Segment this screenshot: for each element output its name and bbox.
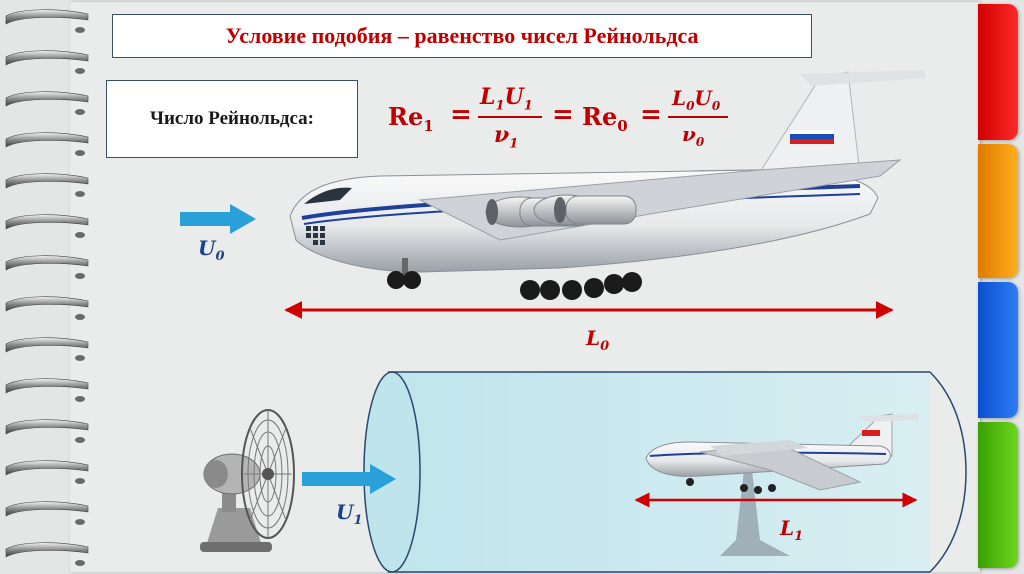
spiral-ring: [5, 173, 89, 189]
tab-blue[interactable]: [978, 282, 1018, 418]
length-l1-label: L1: [780, 516, 804, 544]
spiral-hole: [75, 355, 85, 361]
spiral-hole: [75, 232, 85, 238]
fraction2-numerator: L0U0: [672, 86, 721, 113]
length-l0-label: L0: [586, 326, 610, 354]
spiral-ring: [5, 542, 89, 558]
spiral-hole: [75, 191, 85, 197]
airplane-icon: [289, 70, 926, 300]
flow-speed-u1-label: U1: [336, 500, 363, 528]
spiral-hole: [75, 273, 85, 279]
spiral-ring: [5, 132, 89, 148]
spiral-hole: [75, 478, 85, 484]
reynolds-label-box: Число Рейнольдса:: [106, 80, 358, 158]
model-stand: [720, 470, 790, 556]
fraction2-denominator: ν0: [682, 122, 705, 149]
flow-speed-u0-label: U0: [198, 236, 225, 264]
tab-orange[interactable]: [978, 144, 1018, 278]
fraction1-bar: [478, 116, 542, 118]
spiral-ring: [5, 214, 89, 230]
spiral-hole: [75, 109, 85, 115]
re1-symbol: Re1: [388, 102, 434, 135]
equals-sign-2: =: [552, 100, 574, 130]
spiral-ring: [5, 460, 89, 476]
spiral-hole: [75, 560, 85, 566]
spiral-ring: [5, 501, 89, 517]
slide-title: Условие подобия – равенство чисел Рейнол…: [225, 23, 699, 48]
spiral-ring: [5, 337, 89, 353]
spiral-ring: [5, 378, 89, 394]
fan-icon: [200, 409, 295, 552]
flow-arrow-icon: [302, 464, 396, 494]
fraction1-numerator: L1U1: [480, 84, 533, 114]
spiral-ring: [5, 255, 89, 271]
spiral-hole: [75, 437, 85, 443]
spiral-hole: [75, 314, 85, 320]
flow-arrow-icon: [180, 204, 256, 234]
equals-sign-3: =: [640, 100, 662, 130]
tab-red[interactable]: [978, 4, 1018, 140]
spiral-binding-icon: [5, 9, 89, 566]
reynolds-label: Число Рейнольдса:: [150, 108, 314, 129]
spiral-hole: [75, 27, 85, 33]
spiral-ring: [5, 50, 89, 66]
reynolds-formula: Re1 = L1U1 ν1 = Re0 = L0U0 ν0: [384, 80, 764, 160]
re0-symbol: Re0: [582, 102, 628, 135]
tab-green[interactable]: [978, 422, 1018, 568]
spiral-ring: [5, 296, 89, 312]
fraction2-bar: [668, 116, 728, 118]
equals-sign-1: =: [450, 100, 472, 130]
model-airplane-icon: [645, 413, 918, 494]
spiral-ring: [5, 91, 89, 107]
spiral-hole: [75, 68, 85, 74]
spiral-hole: [75, 396, 85, 402]
wind-tunnel-icon: [363, 371, 967, 573]
fraction1-denominator: ν1: [494, 122, 519, 152]
spiral-hole: [75, 150, 85, 156]
spiral-ring: [5, 419, 89, 435]
spiral-hole: [75, 519, 85, 525]
title-box: Условие подобия – равенство чисел Рейнол…: [112, 14, 812, 58]
spiral-ring: [5, 9, 89, 25]
